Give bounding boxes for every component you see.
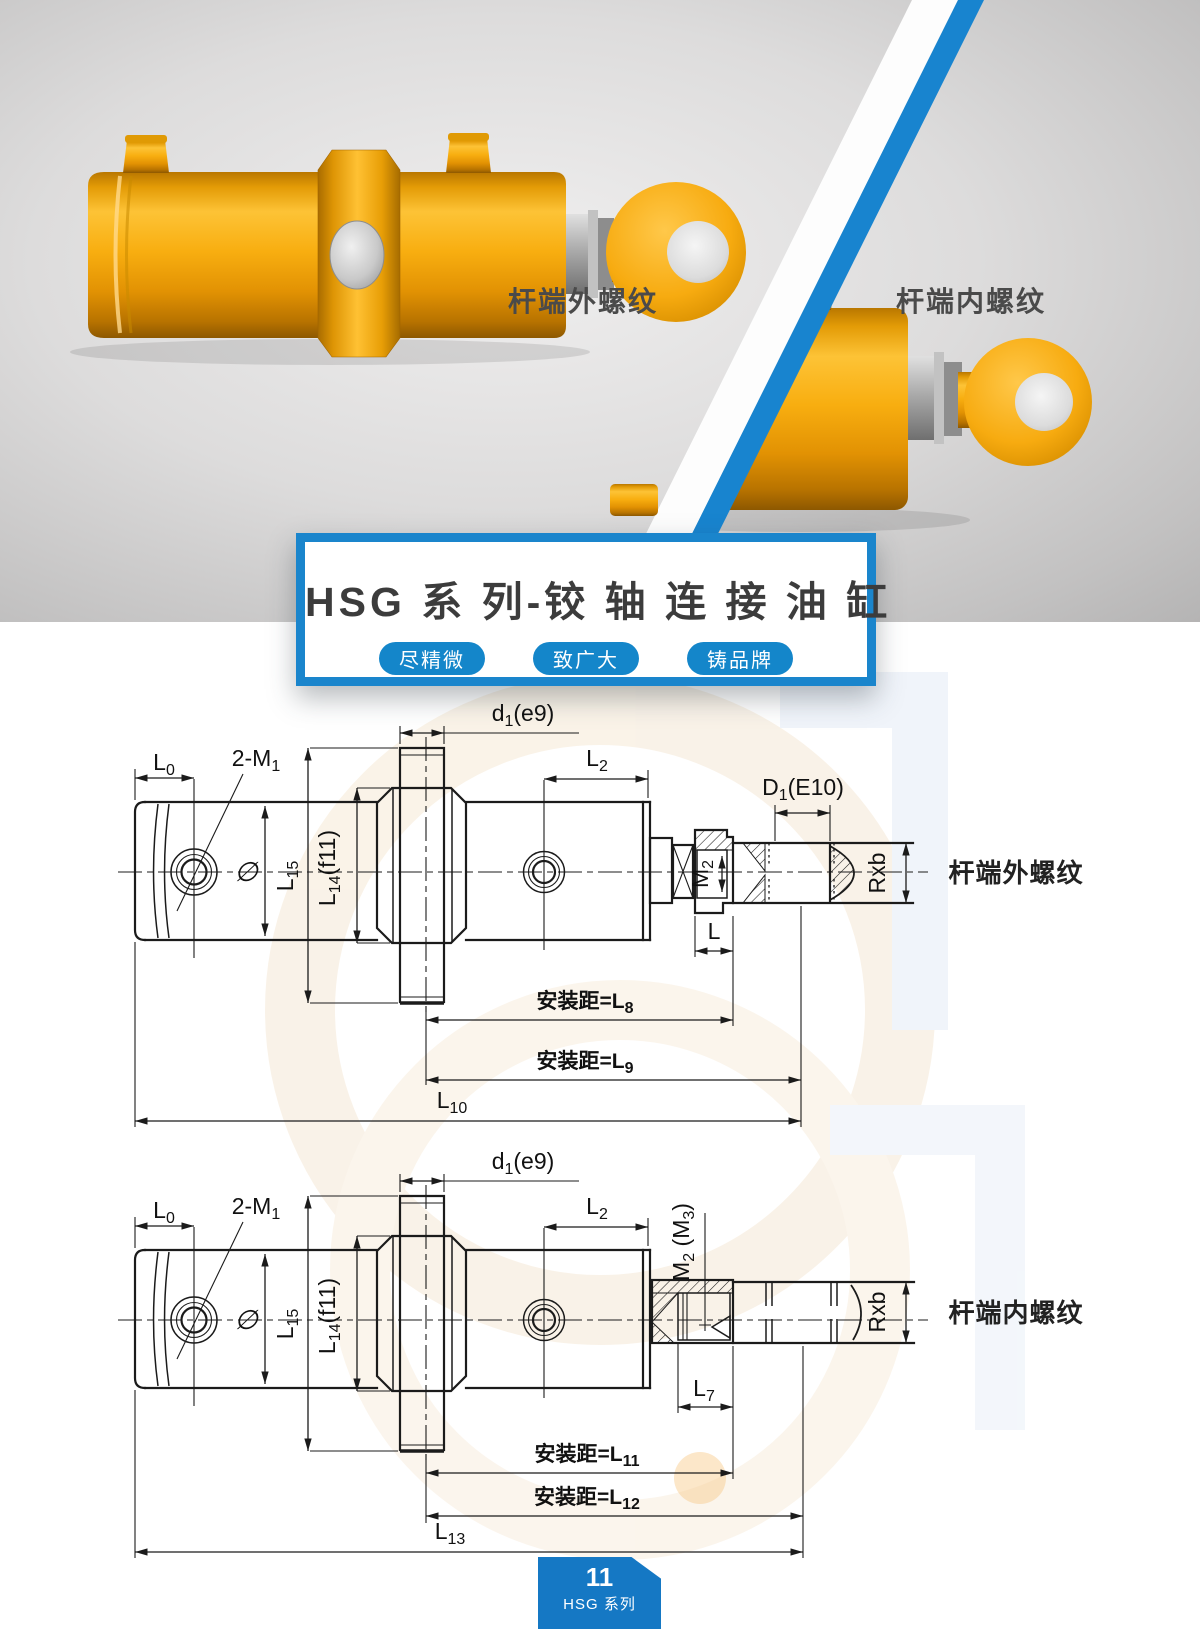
dim-l14-int: L14(f11): [314, 1278, 344, 1354]
dim-2m1: 2-M1: [232, 745, 281, 775]
drawing-internal-thread: L0 2-M1 d1(e9) L2 ∅ L15 L14(f11) M2 (M3)…: [118, 1148, 1083, 1558]
dim-2m1-int: 2-M1: [232, 1193, 281, 1223]
page-number: 11: [585, 1562, 614, 1592]
dim-l2-int: L2: [586, 1193, 608, 1223]
badge-3: 铸品牌: [687, 642, 793, 675]
dim-mount-l8: 安装距=L8: [537, 989, 634, 1017]
dim-l15-int: L15: [272, 1309, 302, 1340]
dim-m2: M2: [687, 860, 717, 888]
photo-label-external-thread: 杆端外螺纹: [508, 286, 659, 317]
drawing-external-thread: L0 2-M1 d1(e9) L2 ∅ L15 L14(f11) D1(E10)…: [118, 700, 1083, 1127]
series-title: HSG 系 列-铰 轴 连 接 油 缸: [305, 579, 892, 625]
dim-phi-int: ∅: [234, 1305, 259, 1335]
dim-l: L: [708, 918, 721, 944]
dim-l13: L13: [435, 1518, 466, 1548]
dim-phi: ∅: [234, 857, 259, 887]
dim-mount-l11: 安装距=L11: [534, 1442, 639, 1470]
page-number-box: 11 HSG 系列: [538, 1557, 661, 1629]
series-title-box: HSG 系 列-铰 轴 连 接 油 缸 尽精微 致广大 铸品牌: [296, 533, 892, 686]
dim-mount-l12: 安装距=L12: [534, 1485, 640, 1513]
dim-m2m3: M2 (M3): [668, 1203, 698, 1281]
dim-l10: L10: [437, 1087, 468, 1117]
dim-l0: L0: [153, 749, 175, 779]
page-series: HSG 系列: [563, 1596, 636, 1613]
dim-l15: L15: [272, 861, 302, 892]
dim-l0-int: L0: [153, 1197, 175, 1227]
photo-label-internal-thread: 杆端内螺纹: [896, 286, 1047, 317]
badge-row: 尽精微 致广大 铸品牌: [305, 642, 867, 675]
dim-l14: L14(f11): [314, 830, 344, 906]
photo-section: 杆端外螺纹 杆端内螺纹: [0, 0, 1200, 622]
left-cylinder-image: [70, 133, 746, 365]
dim-d1e9-int: d1(e9): [492, 1148, 555, 1178]
drawing-caption-internal: 杆端内螺纹: [948, 1298, 1083, 1328]
dim-mount-l9: 安装距=L9: [537, 1049, 634, 1077]
badge-1: 尽精微: [379, 642, 485, 675]
drawing-caption-external: 杆端外螺纹: [948, 858, 1083, 888]
right-cylinder-corner: [610, 484, 658, 516]
dim-d1e9: d1(e9): [492, 700, 555, 730]
cylinder-photos: [70, 0, 1092, 622]
badge-2: 致广大: [533, 642, 639, 675]
dim-d1e10: D1(E10): [762, 774, 844, 804]
diagonal-stripe: [602, 0, 984, 622]
dim-rxb: Rxb: [864, 853, 890, 894]
dim-rxb-int: Rxb: [864, 1292, 890, 1333]
dim-l7: L7: [693, 1375, 715, 1405]
technical-drawings: L0 2-M1 d1(e9) L2 ∅ L15 L14(f11) D1(E10)…: [118, 672, 1083, 1560]
dim-l2: L2: [586, 745, 608, 775]
